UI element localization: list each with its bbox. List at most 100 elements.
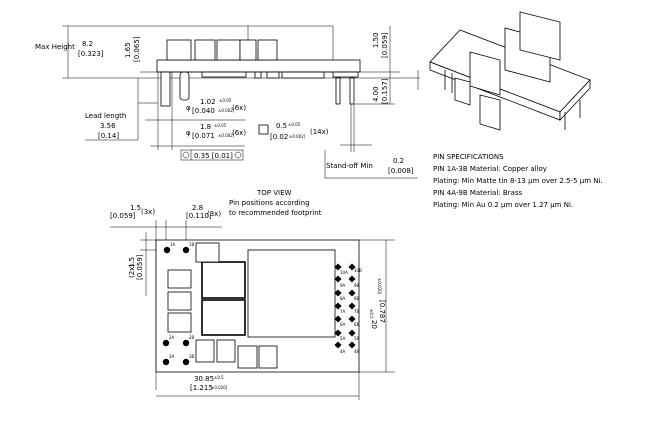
pin-3b [182,358,190,366]
pin-label: 9B [354,283,360,288]
inductor [201,261,246,299]
vpitch-count: (2x) [128,264,136,278]
pin-label: 10A [340,270,348,275]
mmc-icon [234,151,242,159]
hole2-in-tol: ±0.002] [218,133,235,138]
standoff-mm: 0.2 [393,157,404,165]
pin-label: 10B [354,268,362,273]
pin-label: 7A [340,309,346,314]
top-clearance-mm: 1.50 [372,32,380,48]
pin-label: 8B [354,296,360,301]
top-view-subtitle: Pin positions according [229,199,310,207]
max-height-mm: 8.2 [82,40,93,48]
pin-10: 10A 10B [334,263,362,275]
pitch1-mm: 1.5 [130,204,141,212]
lead-length-in: [0.14] [98,132,119,140]
top-clearance-in: [0.059] [381,32,389,58]
hole1-tol: ±0.05 [219,98,232,103]
pin-2b [182,339,190,347]
square-in-tol: ±0.002] [289,134,306,139]
pin-spec-line: PIN 4A-9B Material: Brass [433,189,522,197]
pitch2-in: [0.110] [186,212,212,220]
transformer [247,249,336,338]
pitch1-in: [0.059] [110,212,136,220]
hole1-in-tol: ±0.002] [218,108,235,113]
pin-specs-title: PIN SPECIFICATIONS [433,153,504,161]
pin-label: 8A [340,296,346,301]
diameter-symbol: φ [186,104,191,112]
pin-8: 8A 8B [334,289,360,301]
hole2-in: [0.071 [192,132,215,140]
pitch2-count: (3x) [207,210,221,218]
pin-label: 2A [169,335,175,340]
pin-3a [162,358,170,366]
standoff-in: [0.008] [388,167,414,175]
board-thickness-in: [0.065] [133,36,141,62]
lead-length-mm: 3.56 [100,122,116,130]
pin-2a [162,339,170,347]
lead-length-label: Lead length [85,112,126,120]
height-in: [0.787 [378,300,386,323]
pin-label: 1B [189,242,195,247]
pin-label: 5A [340,336,346,341]
side-view: Max Height 8.2 [0.323] 1.65 [0.065] 1.50… [35,25,420,179]
pin-label: 6B [354,322,360,327]
pitch1-count: (3x) [141,208,155,216]
hole2-tol: ±0.05 [214,123,227,128]
hole1-mm: 1.02 [200,98,216,106]
pin-label: 4A [340,349,346,354]
pcb-board-side [156,59,361,73]
lead-mm: 4.00 [372,86,380,102]
square-tol: ±0.05 [288,122,301,127]
hole1-in: [0.040 [192,107,215,115]
pin-label: 3A [169,354,175,359]
hole1-count: (6x) [232,104,246,112]
pin-spec-line: Plating: Min Au 0.2 µm over 1.27 µm Ni. [433,201,573,209]
pin-specifications: PIN SPECIFICATIONS PIN 1A-3B Material: C… [433,153,603,209]
standoff-label: Stand-off Min [326,162,373,170]
height-in-tol: ±0.020] [377,278,382,295]
pitch2-mm: 2.8 [192,204,203,212]
hole2-count: (6x) [232,129,246,137]
max-height-label: Max Height [35,43,75,51]
pin-label: 2B [189,335,195,340]
pin-9: 9A 9B [334,275,360,288]
inductor [201,299,246,336]
width-in: [1.215 [190,384,213,392]
pin-spec-line: PIN 1A-3B Material: Copper alloy [433,165,547,173]
pin-label: 9A [340,283,346,288]
top-view-title: TOP VIEW [256,189,292,197]
pin-label: 6A [340,322,346,327]
vpitch-in: [0.059] [136,254,144,280]
vpitch-mm: 1.5 [128,257,136,268]
pin-1a [163,246,171,254]
pin-spec-line: Plating: Min Matte tin 8-13 µm over 2.5-… [433,177,603,185]
height-tol: ±0.5 [369,309,374,319]
hole2-mm: 1.8 [200,123,211,131]
top-view: TOP VIEW Pin positions according to reco… [110,189,395,400]
pin-5: 5A 5B [334,329,360,341]
square-mm: 0.5 [276,122,287,130]
lead-in: [0.157] [381,78,389,104]
pin-label: 5B [354,336,360,341]
square-pin-icon [258,124,269,135]
pin-label: 4B [354,349,360,354]
height-mm: 20 [370,320,378,329]
square-count: (14x) [310,128,329,136]
position-tolerance-frame: 0.35 [0.01] [180,149,244,161]
isometric-view [429,11,591,131]
width-in-tol: ±0.020] [211,385,228,390]
width-mm: 30.85 [194,375,214,383]
pin-label: 1A [170,242,176,247]
diameter-symbol: φ [186,129,191,137]
tolerance-value: 0.35 [0.01] [194,152,233,160]
pin-4: 4A 4B [334,341,360,354]
board-thickness-mm: 1.65 [124,42,132,58]
top-view-subtitle: to recommended footprint [229,209,322,217]
max-height-in: [0.323] [78,50,104,58]
position-icon [182,151,190,159]
square-in: [0.02 [270,133,288,141]
